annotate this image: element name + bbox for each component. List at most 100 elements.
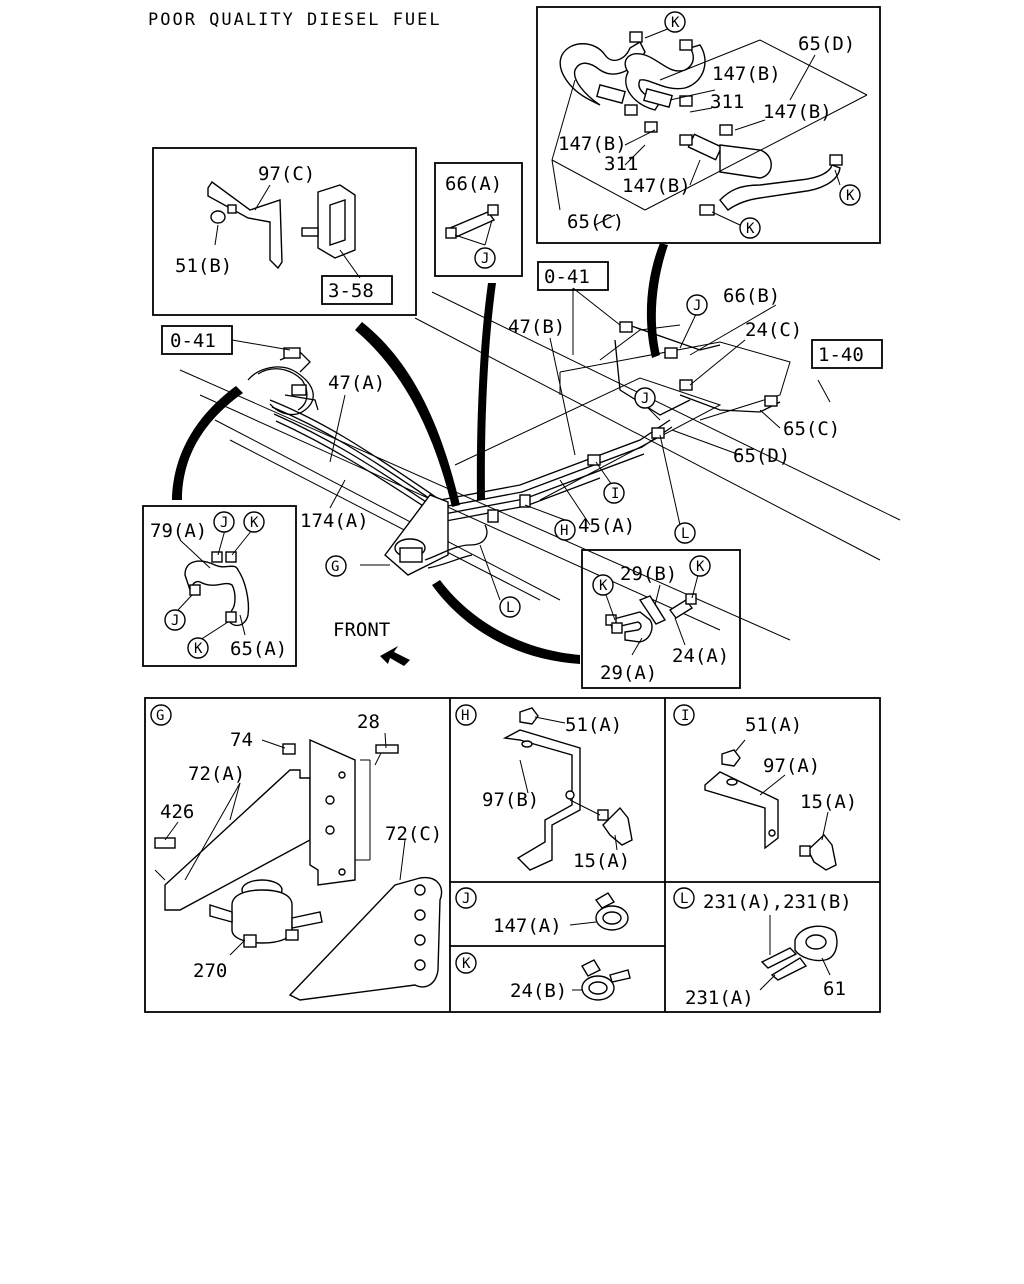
label-51b: 51(B) xyxy=(175,255,232,277)
svg-text:K: K xyxy=(194,641,203,657)
label-311-1: 311 xyxy=(710,91,744,113)
inset-hose-66a xyxy=(434,162,523,277)
callout-k-inset-3: K xyxy=(739,217,761,239)
harness-clamps xyxy=(487,321,778,523)
label-24c: 24(C) xyxy=(745,319,802,341)
label-97b: 97(B) xyxy=(482,789,539,811)
svg-text:J: J xyxy=(171,613,179,629)
label-51a-h: 51(A) xyxy=(565,714,622,736)
inset-hose-79a xyxy=(142,505,297,667)
callout-j-66a: J xyxy=(474,247,496,269)
ref-1-40: 1-40 xyxy=(811,339,883,369)
fuel-filter-assembly xyxy=(384,494,488,576)
label-65d-main: 65(D) xyxy=(733,445,790,467)
label-28: 28 xyxy=(357,711,380,733)
svg-text:H: H xyxy=(560,523,568,539)
label-65d-top: 65(D) xyxy=(798,33,855,55)
svg-text:3-58: 3-58 xyxy=(328,280,374,302)
callout-j-panel: J xyxy=(455,887,477,909)
label-147b-4: 147(B) xyxy=(622,175,691,197)
svg-text:J: J xyxy=(693,298,701,314)
svg-text:K: K xyxy=(696,559,705,575)
label-147b-1: 147(B) xyxy=(712,63,781,85)
svg-text:K: K xyxy=(671,15,680,31)
fuel-lines xyxy=(269,321,781,522)
ref-0-41-top: 0-41 xyxy=(537,261,609,291)
label-97a: 97(A) xyxy=(763,755,820,777)
svg-text:0-41: 0-41 xyxy=(170,330,216,352)
svg-text:K: K xyxy=(462,956,471,972)
leader-swoosh-97c xyxy=(355,322,460,507)
label-270: 270 xyxy=(193,960,227,982)
detail-panel-frame xyxy=(144,697,881,1013)
callout-k-inset-2: K xyxy=(839,184,861,206)
callout-l-main-1: L xyxy=(674,522,696,544)
callout-k-inset-1: K xyxy=(664,11,686,33)
left-hose-bundle xyxy=(247,347,319,416)
svg-text:J: J xyxy=(462,891,470,907)
callout-g-main: G xyxy=(325,555,347,577)
svg-text:J: J xyxy=(220,515,228,531)
label-311-2: 311 xyxy=(604,153,638,175)
label-15a-i: 15(A) xyxy=(800,791,857,813)
label-79a: 79(A) xyxy=(150,520,207,542)
label-65c-top: 65(C) xyxy=(567,211,624,233)
label-97c: 97(C) xyxy=(258,163,315,185)
panel-i-bracket: I xyxy=(673,704,837,871)
inset-hose-29 xyxy=(581,549,741,689)
svg-text:H: H xyxy=(461,708,469,724)
svg-text:K: K xyxy=(746,221,755,237)
label-147b-3: 147(B) xyxy=(558,133,627,155)
label-66a: 66(A) xyxy=(445,173,502,195)
diagram-title: POOR QUALITY DIESEL FUEL xyxy=(148,10,442,30)
panel-j-clamp: J xyxy=(455,887,629,931)
label-74: 74 xyxy=(230,729,253,751)
callout-l-panel: L xyxy=(673,887,695,909)
inset-hose-detail xyxy=(536,6,881,244)
leader-swoosh-top xyxy=(646,243,668,358)
ref-3-58: 3-58 xyxy=(321,275,393,305)
svg-text:K: K xyxy=(250,515,259,531)
callout-l-main-2: L xyxy=(499,596,521,618)
panel-g-filter-bracket: G xyxy=(150,704,443,1001)
svg-text:G: G xyxy=(331,559,339,575)
callout-k-panel: K xyxy=(455,952,477,974)
leader-swoosh-29 xyxy=(432,580,580,664)
ref-0-41-left: 0-41 xyxy=(161,325,233,355)
svg-text:G: G xyxy=(156,708,164,724)
label-51a-i: 51(A) xyxy=(745,714,802,736)
svg-text:J: J xyxy=(641,391,649,407)
label-66b: 66(B) xyxy=(723,285,780,307)
label-47b: 47(B) xyxy=(508,316,565,338)
panel-k-clamp: K xyxy=(455,952,631,1001)
svg-text:I: I xyxy=(681,708,689,724)
label-15a-h: 15(A) xyxy=(573,850,630,872)
label-65a: 65(A) xyxy=(230,638,287,660)
label-147a: 147(A) xyxy=(493,915,562,937)
label-72a: 72(A) xyxy=(188,763,245,785)
callout-h-main: H xyxy=(554,519,576,541)
svg-text:K: K xyxy=(599,578,608,594)
callout-k-29-2: K xyxy=(689,555,711,577)
callout-g-panel: G xyxy=(150,704,172,726)
label-24a: 24(A) xyxy=(672,645,729,667)
callout-h-panel: H xyxy=(455,704,477,726)
main-leaders xyxy=(231,287,831,601)
panel-l-grommet: L xyxy=(673,887,838,991)
callout-i-main: I xyxy=(603,482,625,504)
label-29a: 29(A) xyxy=(600,662,657,684)
leader-swoosh-79a xyxy=(172,386,243,500)
label-65c-main: 65(C) xyxy=(783,418,840,440)
front-arrow-icon xyxy=(380,646,410,666)
callout-j-79a-2: J xyxy=(164,609,186,631)
callout-k-79a-1: K xyxy=(243,511,265,533)
label-45a: 45(A) xyxy=(578,515,635,537)
label-231ab: 231(A),231(B) xyxy=(703,891,852,913)
leader-swoosh-66a xyxy=(476,283,496,500)
svg-text:L: L xyxy=(680,891,688,907)
inset-bracket-97c xyxy=(152,147,417,316)
svg-text:0-41: 0-41 xyxy=(544,266,590,288)
callout-k-29-1: K xyxy=(592,574,614,596)
svg-text:I: I xyxy=(611,486,619,502)
